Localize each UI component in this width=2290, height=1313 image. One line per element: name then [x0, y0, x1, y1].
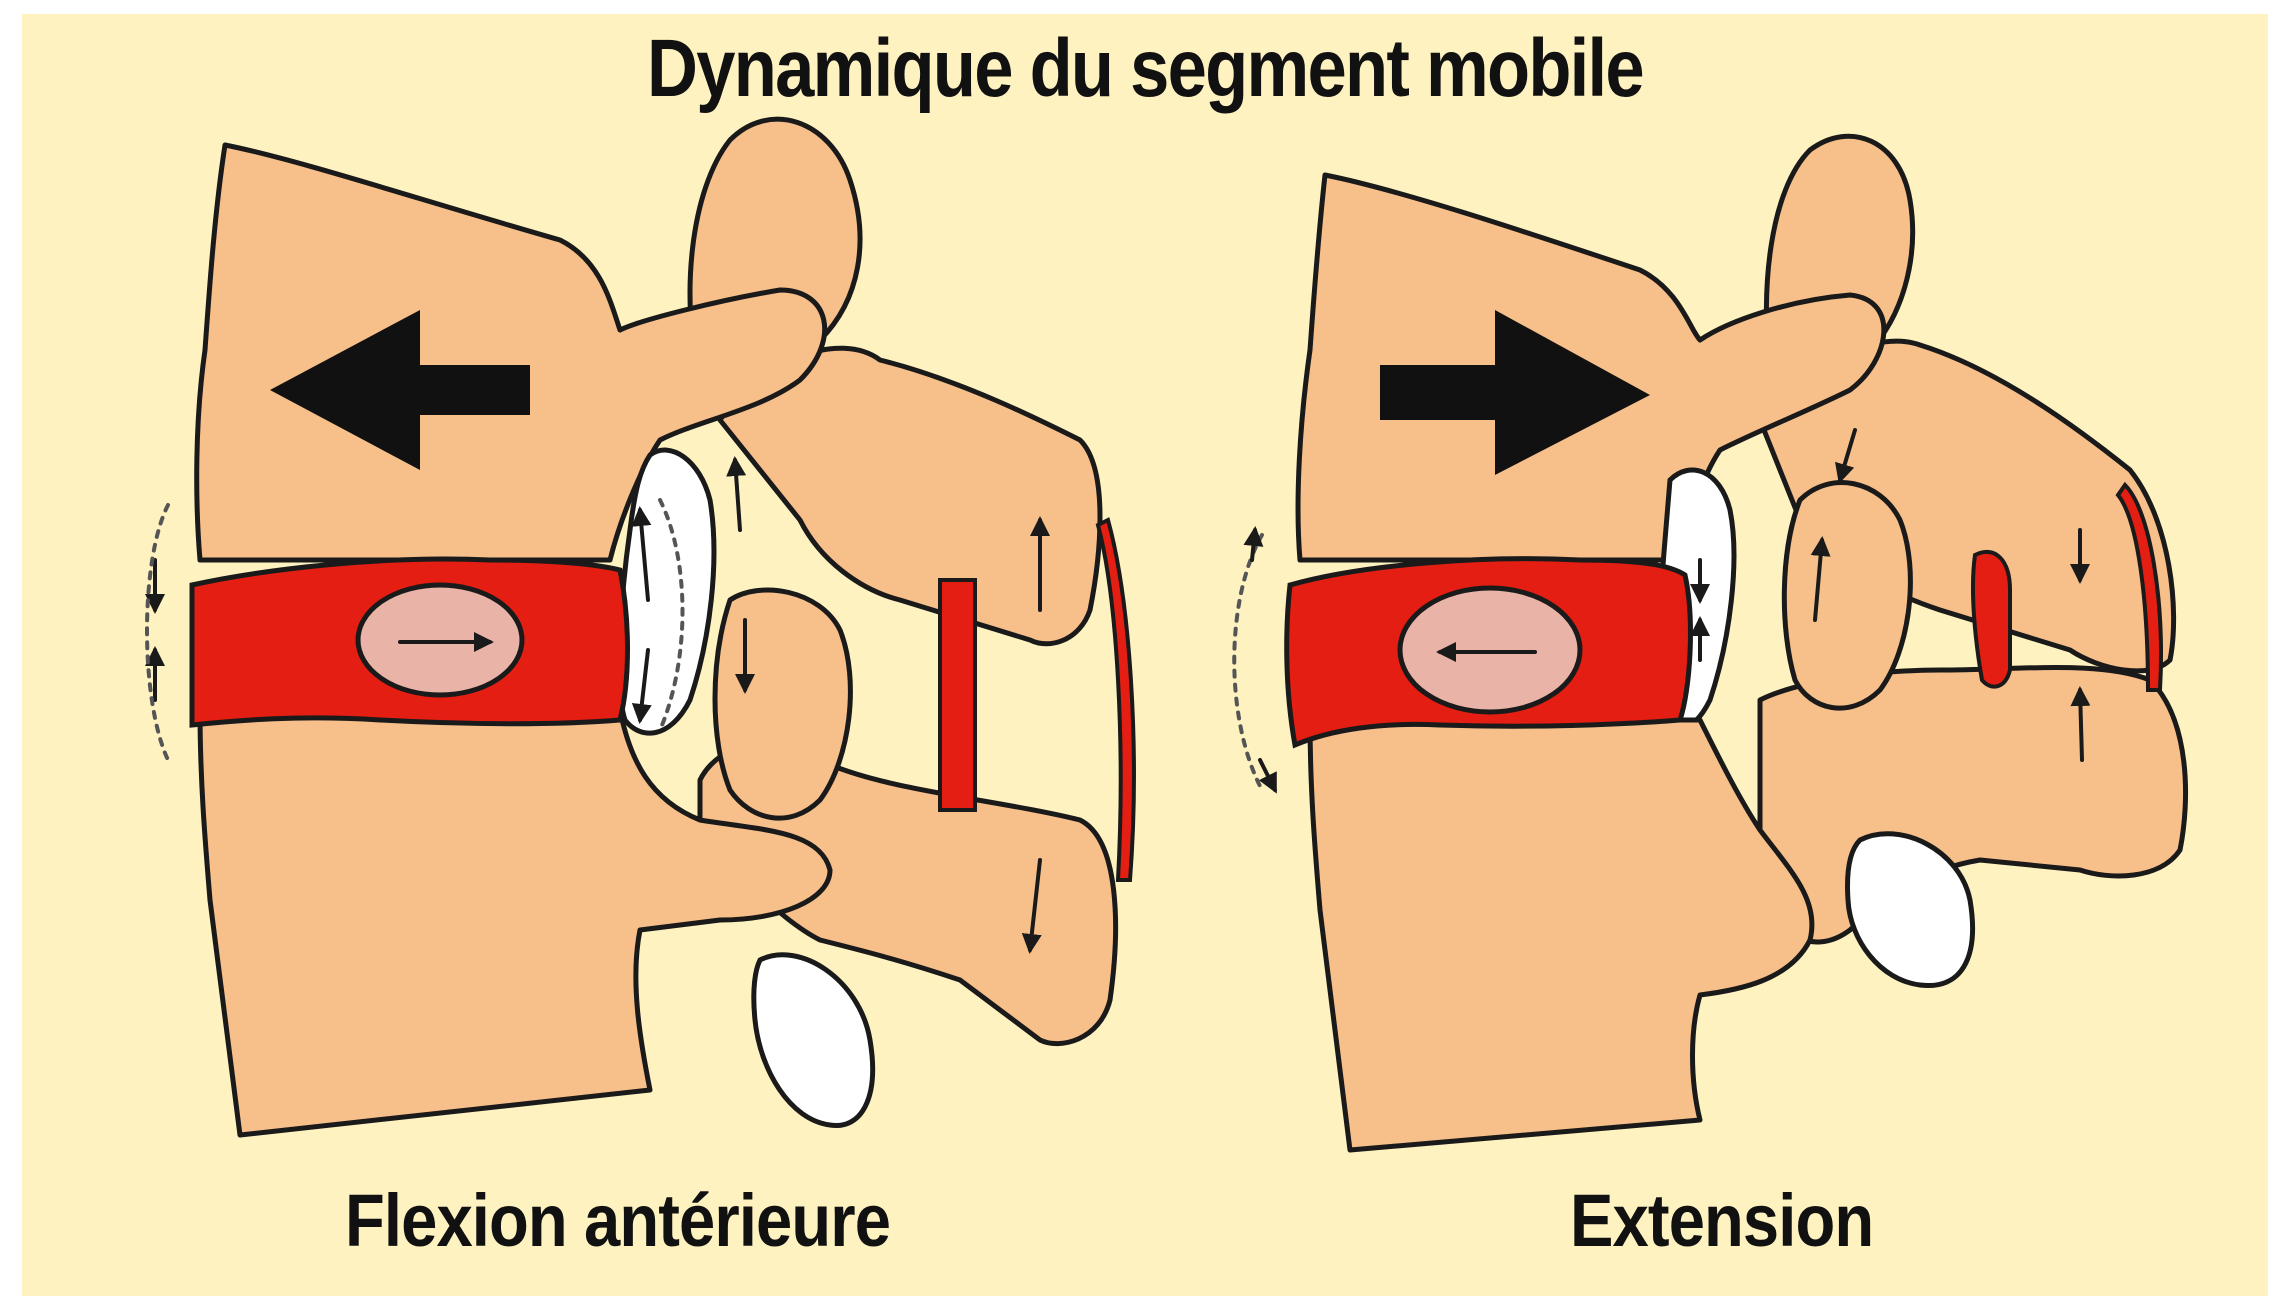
- lower-vertebral-body-ext: [1310, 720, 1812, 1150]
- supraspinous-ligament: [1098, 520, 1134, 880]
- extension-illustration: [1234, 136, 2185, 1150]
- anterior-curve: [147, 505, 168, 760]
- facet-joint-space: [620, 450, 714, 733]
- extension-caption: Extension: [1570, 1178, 1873, 1263]
- spinous-arrow-up-ext: [2080, 690, 2082, 760]
- interspinous-ligament-ext: [1973, 552, 2010, 687]
- posterior-arrow-up: [735, 460, 740, 530]
- lower-articular-process-ext: [1784, 483, 1910, 709]
- intervertebral-foramen: [754, 955, 873, 1126]
- lower-articular-process: [715, 590, 850, 818]
- anterior-curve-ext: [1234, 535, 1262, 790]
- lower-spinous-process-ext: [1760, 668, 2186, 942]
- anterior-arrow-down-ext: [1260, 760, 1275, 790]
- anterior-arrow-up-ext: [1252, 530, 1255, 560]
- flexion-caption: Flexion antérieure: [345, 1178, 890, 1263]
- diagram-title: Dynamique du segment mobile: [160, 22, 2129, 116]
- interspinous-ligament: [940, 580, 975, 810]
- flexion-illustration: [147, 119, 1134, 1135]
